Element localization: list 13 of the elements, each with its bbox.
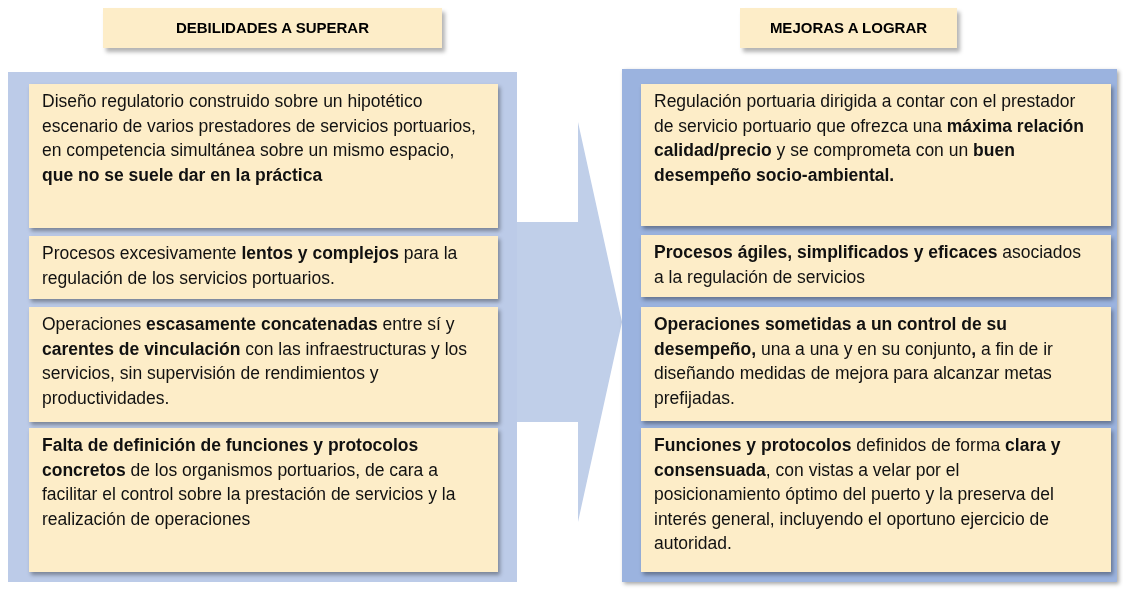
block-arrow xyxy=(517,122,622,522)
text-card: Procesos ágiles, simplificados y eficaces asociados a la regulación de servicios xyxy=(641,235,1111,297)
text-card: Diseño regulatorio construido sobre un hipotético escenario de varios prestadores de servicios portuarios, en competencia simultánea sobre un mismo espacio, que no se suele dar en la práctica xyxy=(29,84,498,228)
text-card: Operaciones sometidas a un control de su desempeño, una a una y en su conjunto, a fin de ir diseñando medidas de mejora para alcanzar metas prefijadas. xyxy=(641,307,1111,421)
text-card: Procesos excesivamente lentos y complejos para la regulación de los servicios portuarios. xyxy=(29,236,498,299)
text-card: Regulación portuaria dirigida a contar con el prestador de servicio portuario que ofrezca una máxima relación calidad/precio y se comprometa con un buen desempeño socio-ambiental. xyxy=(641,84,1111,226)
column-heading: DEBILIDADES A SUPERAR xyxy=(103,8,442,48)
panel-background xyxy=(622,69,1117,582)
text-card: Funciones y protocolos definidos de forma clara y consensuada, con vistas a velar por el posicionamiento óptimo del puerto y la preserva del interés general, incluyendo el oportuno ejercicio de autoridad. xyxy=(641,428,1111,572)
text-card: Operaciones escasamente concatenadas entre sí y carentes de vinculación con las infraestructuras y los servicios, sin supervisión de rendimientos y productividades. xyxy=(29,307,498,422)
column-heading: MEJORAS A LOGRAR xyxy=(740,8,957,48)
text-card: Falta de definición de funciones y protocolos concretos de los organismos portuarios, de cara a facilitar el control sobre la prestación de servicios y la realización de operaciones xyxy=(29,428,498,572)
panel-background xyxy=(8,72,517,582)
